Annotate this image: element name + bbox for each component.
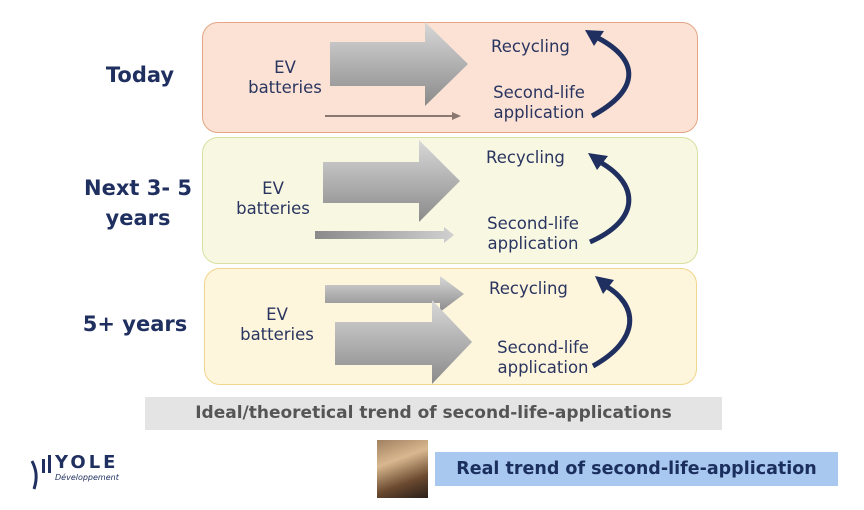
- big-arrow-icon: [330, 22, 468, 106]
- thin-arrow-icon: [325, 112, 461, 120]
- big-arrow-icon: [323, 140, 460, 222]
- child-photo: [377, 440, 428, 498]
- medium-arrow-icon: [325, 276, 464, 312]
- period-5-plus-years: 5+ years: [82, 312, 188, 336]
- recycling-label: Recycling: [486, 148, 565, 167]
- recycling-label: Recycling: [489, 279, 568, 298]
- curved-arrow-icon: [590, 35, 632, 119]
- curved-arrow-icon: [588, 159, 632, 245]
- ideal-trend-caption: Ideal/theoretical trend of second-life-a…: [145, 397, 722, 430]
- thin-arrow-icon: [315, 227, 454, 243]
- period-next-3-5-years: Next 3- 5 years: [68, 173, 208, 233]
- recycling-label: Recycling: [491, 37, 570, 56]
- logo-mark-icon: [30, 455, 51, 490]
- period-line: Next 3- 5: [84, 176, 192, 200]
- period-line: years: [105, 206, 171, 230]
- row-next-box: [202, 137, 698, 264]
- real-trend-caption: Real trend of second-life-application: [435, 452, 838, 486]
- logo-name: YOLE: [55, 452, 119, 473]
- big-arrow-icon: [335, 300, 472, 384]
- period-today: Today: [105, 63, 175, 87]
- curved-arrow-icon: [591, 282, 633, 369]
- yole-logo: YOLE Développement: [28, 447, 128, 492]
- logo-subtitle: Développement: [55, 473, 119, 482]
